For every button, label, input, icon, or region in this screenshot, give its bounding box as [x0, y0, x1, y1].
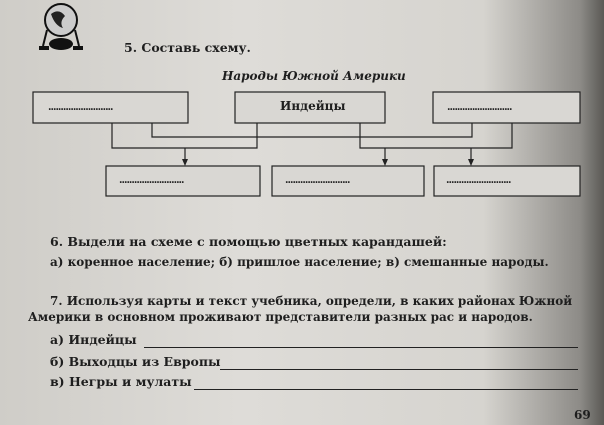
diagram-box-top-1: [32, 91, 189, 124]
task5-heading: 5. Составь схему.: [124, 40, 251, 55]
connector-line: [151, 123, 473, 138]
task7-line1: 7. Используя карты и текст учебника, опр…: [50, 294, 573, 308]
answer-line-europeans[interactable]: [220, 369, 578, 370]
answer-label-europeans: б) Выходцы из Европы: [50, 354, 221, 369]
box-top-1-text: ..........................: [48, 102, 114, 113]
connector-line: [111, 123, 258, 149]
connector-line: [359, 123, 513, 149]
diagram-box-top-2: [234, 91, 386, 124]
answer-label-indians: а) Индейцы: [50, 332, 137, 347]
diagram-box-top-3: [432, 91, 581, 124]
task7-line2: Америки в основном проживают представите…: [28, 310, 533, 324]
arrow-head-icon: [382, 159, 388, 166]
task6-heading: 6. Выдели на схеме с помощью цветных кар…: [50, 234, 447, 249]
globe-mascot-icon: [39, 3, 83, 50]
arrow-head-icon: [182, 159, 188, 166]
page-number: 69: [574, 408, 591, 422]
answer-label-blacks-mulattoes: в) Негры и мулаты: [50, 374, 192, 389]
diagram-box-bottom-2: [271, 165, 425, 197]
task6-options: а) коренное население; б) пришлое населе…: [50, 255, 549, 269]
box-top-2-text: Индейцы: [280, 99, 346, 113]
diagram-title: Народы Южной Америки: [222, 69, 406, 83]
diagram-box-bottom-3: [433, 165, 581, 197]
diagram-box-bottom-1: [105, 165, 261, 197]
box-bottom-1-text: ..........................: [119, 175, 185, 186]
box-bottom-2-text: ..........................: [285, 175, 351, 186]
arrow-head-icon: [468, 159, 474, 166]
answer-line-blacks-mulattoes[interactable]: [194, 389, 578, 390]
answer-line-indians[interactable]: [144, 347, 578, 348]
box-top-3-text: ..........................: [447, 102, 513, 113]
box-bottom-3-text: ..........................: [446, 175, 512, 186]
